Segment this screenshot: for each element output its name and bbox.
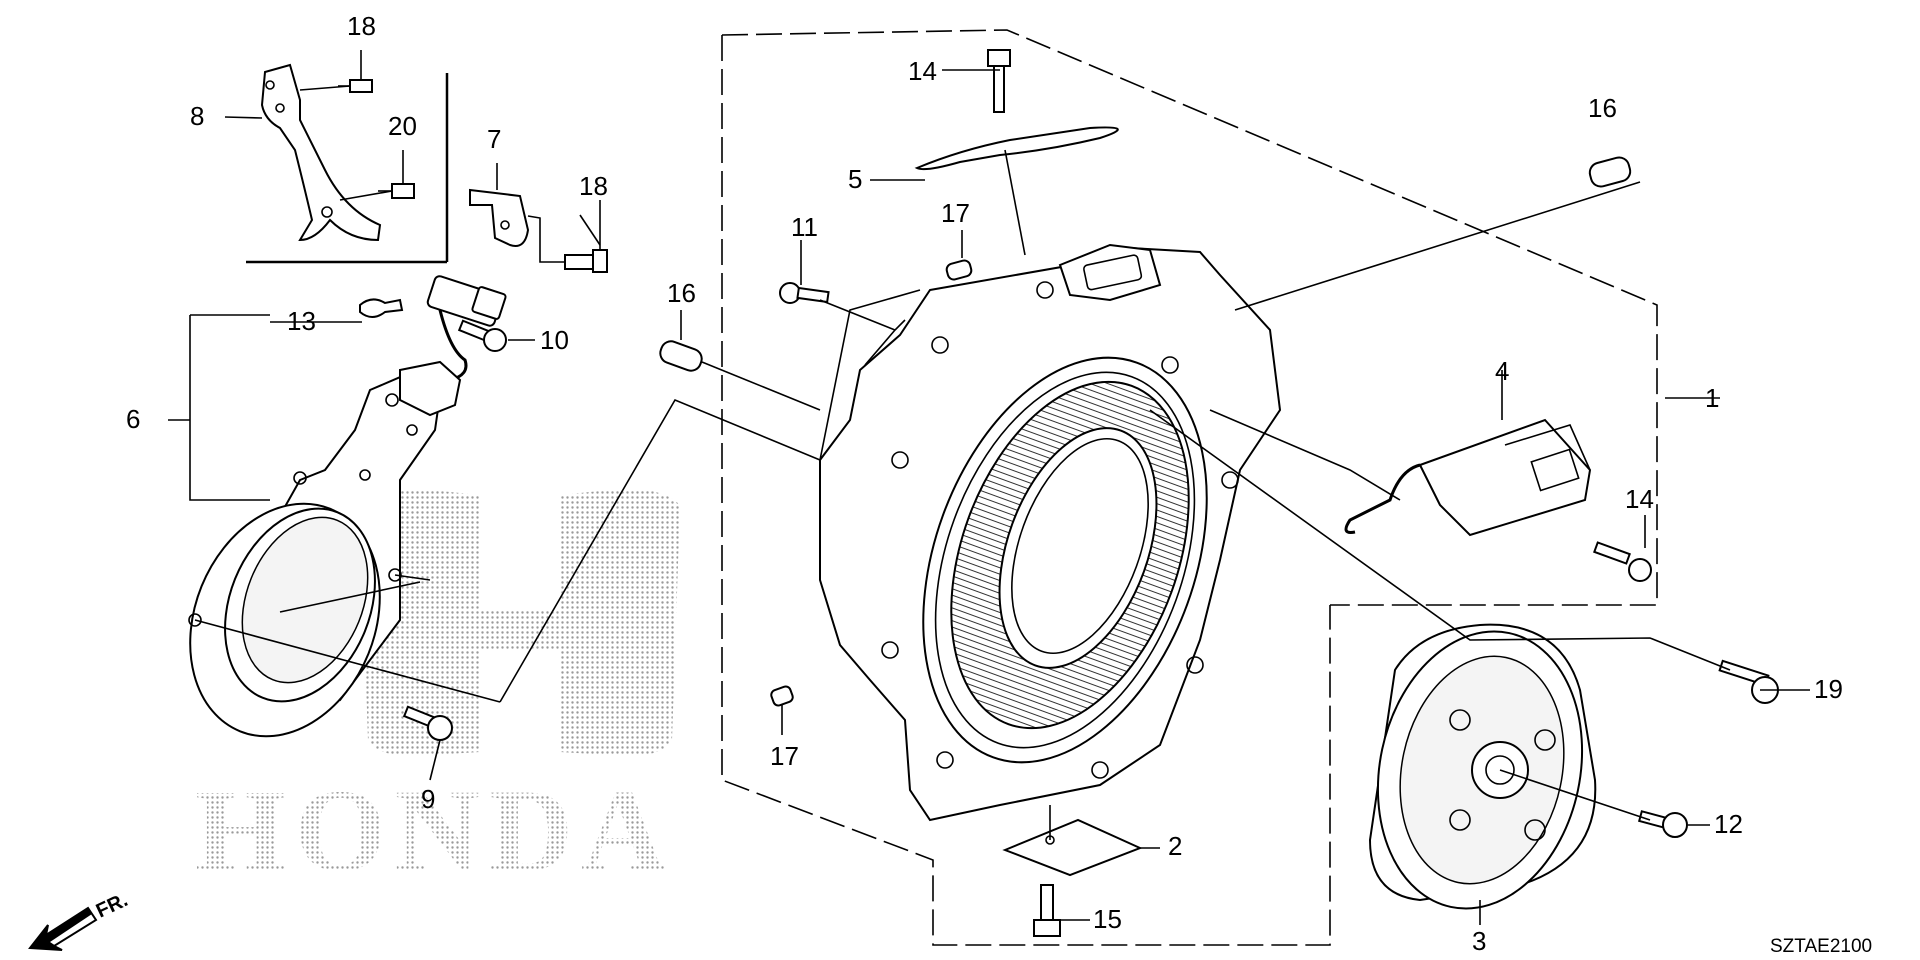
bolt-10: [457, 319, 507, 352]
callout-20: 20: [388, 111, 417, 141]
front-direction-arrow: FR.: [28, 889, 131, 951]
bolt-12: [1637, 810, 1688, 838]
bolt-15: [1033, 884, 1061, 937]
honda-watermark: HONDA: [195, 489, 680, 896]
gasket-5: [914, 126, 1119, 171]
callouts: 1 2 3 4 5 6 7 8 9 10 11 12 13 14 14 15 1…: [126, 11, 1843, 956]
callout-8: 8: [190, 101, 204, 131]
direction-label: FR.: [93, 889, 131, 923]
callout-2: 2: [1168, 831, 1182, 861]
bolt-11: [779, 282, 830, 304]
dowel-16-right: [1588, 156, 1632, 188]
inset-box: [246, 73, 449, 264]
bolt-20: [378, 150, 415, 199]
bolt-18-top: [338, 50, 373, 93]
assembly-box-1: [721, 29, 1658, 946]
callout-12: 12: [1714, 809, 1743, 839]
callout-5: 5: [848, 164, 862, 194]
callout-15: 15: [1093, 904, 1122, 934]
callout-14-top: 14: [908, 56, 937, 86]
callout-3: 3: [1472, 926, 1486, 956]
sensor-assembly-6: [188, 275, 507, 738]
dowel-17-bottom: [770, 685, 794, 707]
callout-16-left: 16: [667, 278, 696, 308]
dowel-16-left: [659, 340, 703, 372]
bolt-14-top: [987, 49, 1011, 113]
callout-9: 9: [421, 784, 435, 814]
bolt-18-right: [564, 200, 608, 273]
diagram-code: SZTAE2100: [1770, 936, 1872, 957]
callout-4: 4: [1495, 356, 1509, 386]
bolt-19: [1718, 659, 1779, 704]
connector-4: [1344, 418, 1592, 537]
dowel-17-top: [945, 259, 973, 281]
callout-16-right: 16: [1588, 93, 1617, 123]
callout-11: 11: [791, 212, 818, 242]
honda-h-emblem: [360, 489, 680, 756]
bracket-8: [260, 63, 382, 242]
bolt-14-right: [1593, 541, 1652, 582]
callout-19: 19: [1814, 674, 1843, 704]
callout-17-top: 17: [941, 198, 970, 228]
leader-lines: [168, 69, 1810, 925]
motor-housing: [819, 243, 1282, 822]
callout-18-top: 18: [347, 11, 376, 41]
callout-6: 6: [126, 404, 140, 434]
callout-1: 1: [1705, 383, 1719, 413]
bracket-7: [469, 188, 565, 263]
callout-13: 13: [287, 306, 316, 336]
callout-14-right: 14: [1625, 484, 1654, 514]
callout-18-right: 18: [579, 171, 608, 201]
honda-wordmark: HONDA: [195, 765, 674, 896]
callout-17-bottom: 17: [770, 741, 799, 771]
callout-10: 10: [540, 325, 569, 355]
plate-2: [1002, 818, 1143, 877]
rotor-3: [1368, 623, 1597, 910]
callout-7: 7: [487, 124, 501, 154]
